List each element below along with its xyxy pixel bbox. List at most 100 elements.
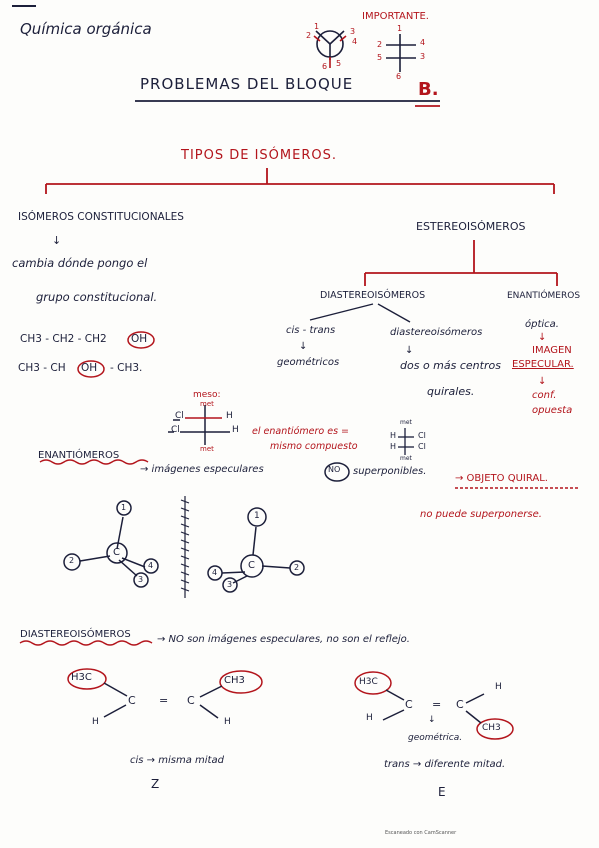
block-letter: B.: [418, 79, 439, 100]
trans-h-left: H: [366, 713, 373, 723]
centros-text-1: dos o más centros: [400, 359, 501, 372]
molecule-left-label-4: 4: [148, 561, 154, 570]
enantiomeros-text-a: → imágenes especulares: [140, 464, 264, 475]
trans-bonds: [354, 671, 514, 740]
diastereo-section-text: → NO son imágenes especulares, no son el…: [157, 634, 410, 645]
oh-circle-2: [77, 360, 105, 378]
molecule-left-label-3: 3: [138, 575, 144, 584]
conf-arrow: ↓: [538, 376, 547, 387]
meso-fischer: [168, 405, 230, 445]
newman-label-1: 1: [314, 22, 320, 31]
trans-h-top: H: [495, 682, 502, 692]
enantiomeros-no: NO: [328, 465, 341, 474]
page-title: Química orgánica: [20, 20, 152, 38]
meso-h-1: H: [226, 411, 233, 421]
meso-text-2: mismo compuesto: [270, 441, 358, 452]
tree-estereo: [364, 240, 558, 286]
formula-2-oh: OH: [81, 362, 98, 374]
trans-geometrica: geométrica.: [408, 733, 463, 743]
opuesta-label: opuesta: [532, 405, 573, 416]
meso-cl-2: Cl: [171, 425, 180, 435]
molecule-right: [207, 507, 305, 593]
formula-1-main: CH3 - CH2 - CH2: [20, 333, 107, 345]
meso-r-h-2: H: [390, 442, 397, 451]
conf-label: conf.: [532, 390, 557, 401]
centros-text-2: quirales.: [427, 385, 475, 398]
cis-letter: Z: [151, 777, 160, 791]
constitucionales-arrow: ↓: [52, 234, 62, 247]
constitucionales-heading: ISÓMEROS CONSTITUCIONALES: [18, 211, 184, 223]
cis-h3c: H3C: [71, 672, 92, 683]
cis-trans-arrow: ↓: [299, 341, 308, 352]
tree-main: [45, 168, 555, 194]
cis-eq: =: [159, 694, 169, 707]
formula-2-end: - CH3.: [110, 362, 143, 374]
meso-r-cl-2: Cl: [418, 442, 426, 451]
trans-eq: =: [432, 698, 442, 711]
mirror-line: [180, 496, 190, 598]
meso-fischer-right: [398, 428, 414, 455]
objeto-quiral: → OBJETO QUIRAL.: [455, 473, 548, 484]
enantio-label: ENANTIÓMEROS: [507, 291, 581, 301]
newman-label-5: 5: [336, 59, 342, 68]
meso-bottom-sub: met: [200, 445, 214, 453]
newman-projection: [313, 30, 347, 68]
newman-label-4: 4: [352, 37, 358, 46]
meso-cl-1: Cl: [175, 411, 184, 421]
optica-arrow: ↓: [538, 332, 547, 343]
molecule-left-center: C: [113, 547, 120, 558]
meso-r-cl-1: Cl: [418, 431, 426, 440]
newman-label-2: 2: [306, 31, 312, 40]
fischer-label-6: 6: [396, 72, 402, 81]
section-title: TIPOS DE ISÓMEROS.: [181, 148, 337, 163]
trans-c1: C: [405, 698, 413, 711]
fischer-label-1: 1: [397, 24, 403, 33]
trans-c2: C: [456, 698, 464, 711]
scanner-footer: Escaneado con CamScanner: [385, 830, 457, 836]
diastereo-underline: [19, 640, 153, 646]
geometricos-label: geométricos: [277, 357, 340, 368]
cis-ch3: CH3: [224, 675, 245, 686]
page-subtitle: PROBLEMAS DEL BLOQUE: [140, 75, 354, 93]
diastereo-lower-label: diastereoisómeros: [390, 327, 483, 338]
imagen-label: IMAGEN: [532, 345, 572, 356]
cis-c2: C: [187, 694, 195, 707]
estereo-heading: ESTEREOISÓMEROS: [416, 220, 526, 233]
meso-r-top: met: [400, 419, 412, 426]
especular-label: ESPECULAR.: [512, 359, 574, 370]
meso-r-h-1: H: [390, 431, 397, 440]
formula-1-oh: OH: [131, 333, 148, 345]
diastereo-lower-arrow: ↓: [405, 345, 414, 356]
newman-label-6: 6: [322, 62, 328, 71]
diastereo-label: DIASTEREOISÓMEROS: [320, 290, 426, 301]
trans-h3c: H3C: [359, 677, 378, 687]
meso-label: meso:: [193, 390, 221, 400]
molecule-right-label-4: 4: [212, 568, 218, 577]
cis-caption: cis → misma mitad: [130, 755, 224, 766]
optica-label: óptica.: [525, 319, 559, 330]
formula-2-main: CH3 - CH: [18, 362, 66, 374]
important-label: IMPORTANTE.: [362, 11, 429, 22]
enantiomeros-underline: [39, 459, 149, 465]
tree-diastereo: [309, 303, 411, 323]
constitucionales-text-1: cambia dónde pongo el: [12, 256, 148, 270]
molecule-right-label-1: 1: [254, 511, 260, 521]
meso-top-sub: met: [200, 400, 214, 408]
cis-h-right: H: [224, 717, 231, 727]
constitucionales-text-2: grupo constitucional.: [36, 290, 158, 304]
cis-bonds: [67, 668, 263, 719]
no-circle: [324, 462, 350, 482]
molecule-left-label-2: 2: [69, 556, 75, 565]
fischer-label-3: 3: [420, 52, 426, 61]
enantiomeros-heading: ENANTIÓMEROS: [38, 450, 120, 461]
fischer-label-5: 5: [377, 53, 383, 62]
enantiomeros-text-b: superponibles.: [353, 466, 427, 477]
molecule-right-center: C: [248, 560, 255, 571]
molecule-left: [63, 500, 159, 588]
trans-caption: trans → diferente mitad.: [384, 759, 506, 770]
meso-text-1: el enantiómero es =: [252, 426, 349, 437]
cis-c1: C: [128, 694, 136, 707]
molecule-right-label-2: 2: [294, 563, 300, 572]
